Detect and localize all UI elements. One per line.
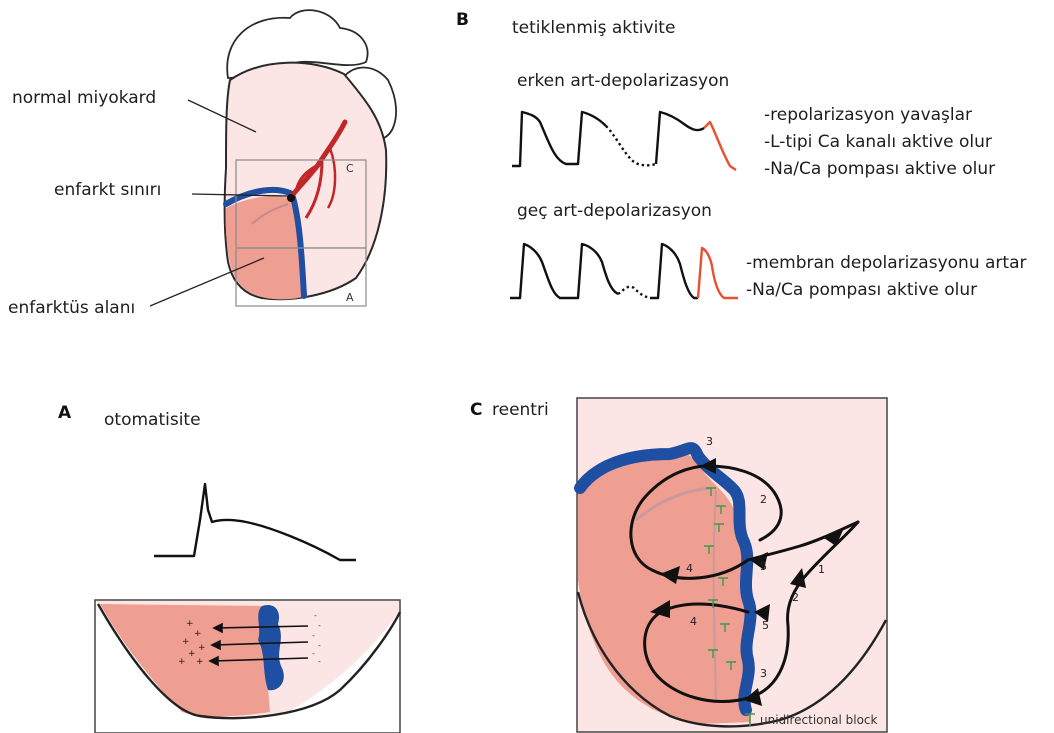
early-note-2: -L-tipi Ca kanalı aktive olur (764, 134, 992, 151)
path-number-3-bottom: 3 (760, 668, 767, 679)
path-number-1: 1 (818, 564, 825, 575)
minus-charge: - (312, 649, 315, 658)
normal-myocardium-label: normal miyokard (12, 90, 156, 107)
plus-charge: + (194, 629, 202, 639)
late-note-1: -membran depolarizasyonu artar (746, 255, 1026, 272)
occlusion-point (287, 194, 295, 202)
legend-unidirectional-block: unidirectional block (760, 714, 877, 726)
plus-charge: + (196, 657, 204, 667)
panel-a-letter: A (58, 405, 71, 422)
minus-charge: - (318, 641, 321, 650)
late-note-2: -Na/Ca pompası aktive olur (746, 282, 977, 299)
reentry-inset (577, 398, 887, 732)
late-afterdepolarization-trace (510, 244, 738, 298)
heart-illustration (150, 10, 396, 306)
plus-charge: + (178, 657, 186, 667)
plus-charge: + (186, 619, 194, 629)
automaticity-inset: + + + + + + + - - - - - - (95, 600, 400, 733)
late-afterdepolarization-title: geç art-depolarizasyon (517, 203, 712, 220)
infarct-area-label: enfarktüs alanı (8, 300, 135, 317)
late-trace-third (650, 244, 698, 298)
path-number-3-top: 3 (706, 436, 713, 447)
box-a-label: A (346, 292, 354, 303)
panel-b-title: tetiklenmiş aktivite (512, 20, 675, 37)
late-trace-dad (698, 248, 738, 298)
panel-c-letter: C (470, 402, 482, 419)
early-trace-ead (704, 122, 736, 170)
early-afterdepolarization-title: erken art-depolarizasyon (517, 73, 729, 90)
early-note-3: -Na/Ca pompası aktive olur (764, 161, 995, 178)
minus-charge: - (312, 631, 315, 640)
path-number-4-lower: 4 (690, 616, 697, 627)
late-trace-dotted (618, 287, 650, 298)
box-c-label: C (346, 163, 354, 174)
late-trace-baseline (510, 244, 618, 298)
automaticity-trace (154, 484, 356, 560)
early-afterdepolarization-trace (512, 112, 736, 170)
plus-charge: + (182, 637, 190, 647)
plus-charge: + (198, 643, 206, 653)
early-trace-third (656, 112, 704, 164)
minus-charge: - (318, 621, 321, 630)
panel-c-title: reentri (492, 402, 549, 419)
plus-charge: + (188, 649, 196, 659)
path-number-5-lower: 5 (762, 620, 769, 631)
panel-a-title: otomatisite (104, 412, 201, 429)
early-trace-baseline (512, 112, 606, 166)
panel-b-letter: B (456, 12, 469, 29)
minus-charge: - (314, 611, 317, 620)
path-number-5-upper: 5 (760, 561, 767, 572)
path-number-2-lower: 2 (792, 592, 799, 603)
minus-charge: - (318, 657, 321, 666)
early-trace-dotted (606, 126, 656, 165)
infarct-border-label: enfarkt sınırı (54, 182, 161, 199)
path-number-2-upper: 2 (760, 494, 767, 505)
early-note-1: -repolarizasyon yavaşlar (764, 107, 972, 124)
path-number-4-upper: 4 (686, 563, 693, 574)
